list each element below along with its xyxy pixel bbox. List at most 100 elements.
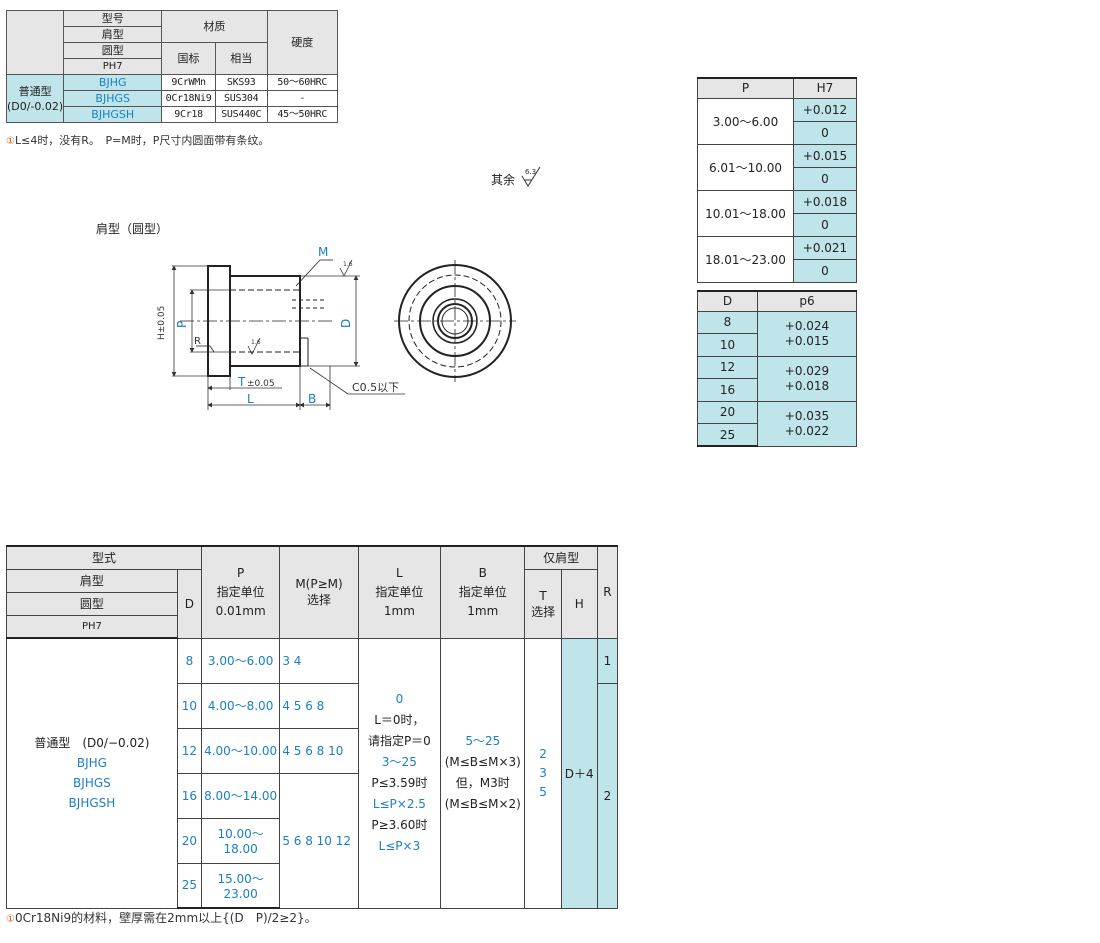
upper-cell: +0.012 [793, 97, 857, 122]
l-line: L≤P×2.5 [372, 797, 426, 811]
rest-roughness-note: 其余 6.3 [491, 166, 545, 190]
type-label: 普通型 (D0/−0.02) [34, 736, 150, 751]
p-range-cell: 3.00～6.00 [200, 637, 281, 684]
p-range-cell: 4.00～8.00 [200, 682, 281, 729]
hdr-national: 国标 [161, 42, 216, 75]
equivalent-cell: SUS304 [214, 90, 268, 107]
p6-upper: +0.024 [784, 318, 830, 333]
hdr-t: T [539, 588, 547, 603]
label-h: H±0.05 [157, 306, 167, 340]
range-cell: 10.01～18.00 [697, 189, 794, 237]
type-label-2: (D0/-0.02) [7, 99, 64, 113]
l-line: 0 [395, 692, 404, 706]
equivalent-cell: SKS93 [214, 74, 268, 91]
d-cell: 10 [697, 333, 758, 357]
d-cell: 16 [697, 378, 758, 402]
hdr-d: D [176, 568, 202, 639]
hdr-round: 圆型 [63, 42, 163, 59]
svg-text:6.3: 6.3 [525, 168, 536, 176]
p6-lower: +0.022 [784, 423, 830, 438]
m-cell: 5 6 8 10 12 [279, 772, 359, 909]
material-table: 型号 材质 硬度 肩型 圆型 国标 相当 PH7 普通型 (D0/-0.02) … [5, 10, 339, 123]
t-value: 3 [539, 765, 547, 780]
lower-cell: 0 [793, 120, 857, 145]
hdr-p6: p6 [757, 290, 857, 312]
rest-note-text: 其余 [491, 173, 516, 187]
d-cell: 8 [176, 637, 202, 684]
type-label-1: 普通型 [18, 84, 52, 98]
label-chamfer: C0.5以下 [352, 381, 399, 394]
hdr-ph7: PH7 [63, 58, 163, 75]
hdr-m-group: M(P≥M) 选择 [279, 545, 359, 639]
hdr-style: 型式 [6, 545, 202, 570]
bushing-drawing: 1.6 1.6 M H±0.05 P D R T ±0.05 L B C0.5以… [157, 245, 516, 410]
l-line: L≤P×3 [378, 839, 421, 853]
hdr-p: P [237, 565, 245, 580]
p-range-cell: 10.00～18.00 [200, 817, 281, 864]
national-cell: 9Cr18 [161, 106, 216, 123]
material-note: ①L≤4时，没有R。 P=M时，P尺寸内圆面带有条纹。 [6, 132, 269, 148]
p6-lower: +0.015 [784, 333, 830, 348]
hdr-p-unit-1: 指定单位 [216, 584, 265, 599]
hdr-m-select: 选择 [306, 593, 331, 608]
note-mark-icon: ① [6, 914, 15, 925]
model-cell: BJHGS [63, 90, 163, 107]
roughness-icon: 6.3 [521, 166, 541, 187]
model-cell: BJHGSH [63, 106, 163, 123]
hdr-shoulder-only: 仅肩型 [524, 545, 598, 570]
svg-text:1.6: 1.6 [251, 339, 261, 346]
label-t-tol: ±0.05 [247, 379, 275, 389]
d-cell: 20 [697, 400, 758, 424]
upper-cell: +0.015 [793, 143, 857, 168]
hardness-cell: - [266, 90, 339, 107]
m-cell: 4 5 6 8 [279, 682, 359, 729]
l-cell: 0 L＝0时， 请指定P＝0 3～25 P≤3.59时 L≤P×2.5 P≥3.… [357, 637, 442, 909]
hdr-p-unit-2: 0.01mm [215, 603, 266, 618]
b-line: (M≤B≤M×3) [444, 755, 521, 769]
p6-lower: +0.018 [784, 378, 830, 393]
hdr-shoulder: 肩型 [63, 26, 163, 43]
model-bjhgsh: BJHGSH [68, 796, 116, 811]
label-b: B [308, 392, 316, 406]
spec-note: ①0Cr18Ni9的材料，壁厚需在2mm以上{(D P)/2≥2}。 [6, 909, 317, 926]
r-cell: 1 [596, 637, 619, 684]
hdr-b-group: B 指定单位 1mm [440, 545, 526, 639]
label-t: T [237, 375, 246, 389]
t-value: 2 [539, 746, 547, 761]
drawing-title: 肩型（圆型） [96, 222, 169, 236]
l-line: L＝0时， [374, 713, 425, 727]
d-cell: 16 [176, 772, 202, 819]
hdr-equivalent: 相当 [214, 42, 268, 75]
upper-cell: +0.021 [793, 235, 857, 260]
hdr-h7: H7 [793, 77, 857, 99]
hdr-b-unit-1: 指定单位 [458, 584, 507, 599]
hdr-shoulder: 肩型 [6, 568, 178, 593]
hdr-l-group: L 指定单位 1mm [357, 545, 442, 639]
d-cell: 25 [176, 862, 202, 909]
hdr-d: D [697, 290, 758, 312]
type-cell: 普通型 (D0/−0.02) BJHG BJHGS BJHGSH [6, 637, 178, 909]
hdr-l-unit-1: 指定单位 [375, 584, 424, 599]
d-cell: 25 [697, 423, 758, 447]
hdr-ph7: PH7 [6, 614, 178, 639]
label-l: L [247, 392, 254, 406]
d-cell: 10 [176, 682, 202, 729]
hdr-hardness: 硬度 [266, 10, 339, 75]
model-bjhgs: BJHGS [73, 776, 111, 791]
p-range-cell: 4.00～10.00 [200, 727, 281, 774]
roughness-small-icon [247, 259, 353, 355]
hardness-cell: 45～50HRC [266, 106, 339, 123]
tolerance-p6-table: D p6 8 +0.024 +0.015 10 12 +0.029 +0.018… [697, 290, 857, 447]
l-line: P≥3.60时 [371, 818, 428, 832]
hardness-cell: 50～60HRC [266, 74, 339, 91]
equivalent-cell: SUS440C [214, 106, 268, 123]
m-cell: 3 4 [279, 637, 359, 684]
b-line: 5～25 [465, 734, 501, 748]
upper-cell: +0.018 [793, 189, 857, 214]
b-cell: 5～25 (M≤B≤M×3) 但，M3时 (M≤B≤M×2) [440, 637, 526, 909]
hdr-t-group: T 选择 [524, 568, 562, 639]
hdr-round: 圆型 [6, 591, 178, 616]
hdr-p: P [697, 77, 794, 99]
hdr-h: H [560, 568, 598, 639]
national-cell: 9CrWMn [161, 74, 216, 91]
